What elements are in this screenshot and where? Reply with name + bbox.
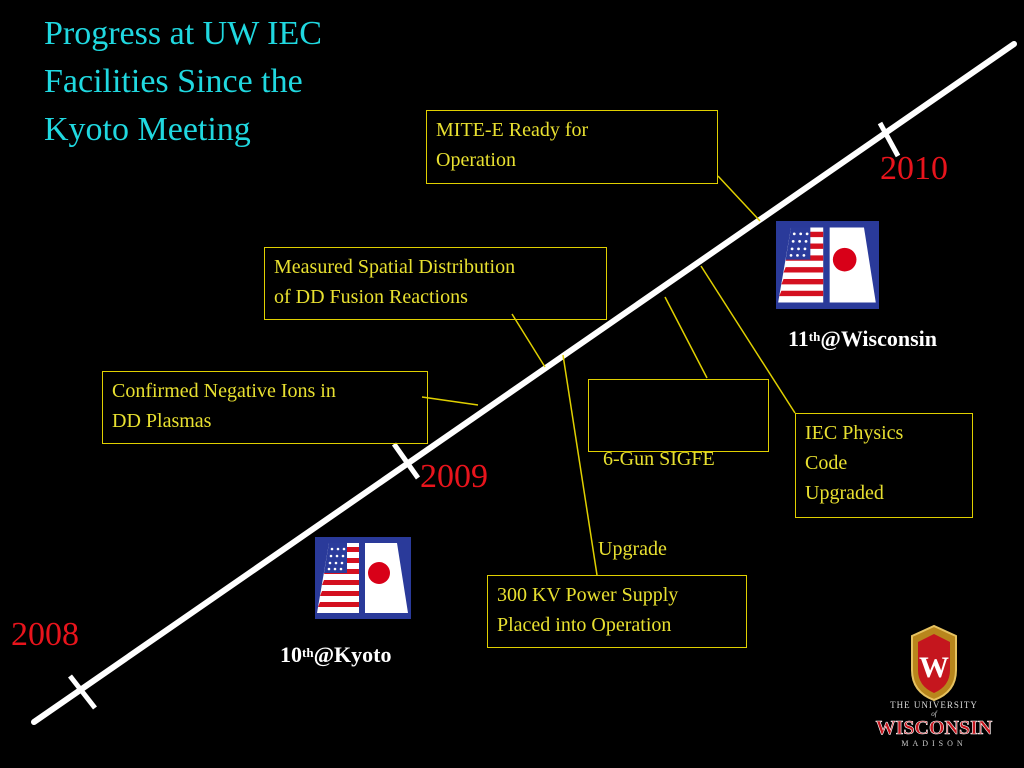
connector-power-supply <box>562 354 598 576</box>
event-text-line: Upgraded <box>805 482 884 504</box>
event-text-line: IEC Physics <box>805 422 904 444</box>
event-negative-ions: Confirmed Negative Ions in DD Plasmas <box>102 371 428 444</box>
event-text-line: Measured Spatial Distribution <box>274 256 516 278</box>
us-japan-flag-icon <box>776 221 879 309</box>
logo-of-text: of <box>931 710 938 718</box>
event-text-line: 6-Gun SIGFE <box>598 448 715 470</box>
tick-2009 <box>391 442 421 480</box>
slide-title: Progress at UW IEC Facilities Since the … <box>44 10 404 154</box>
title-line-1: Progress at UW IEC <box>44 15 322 52</box>
event-spatial-distribution: Measured Spatial Distribution of DD Fusi… <box>264 247 607 320</box>
event-text-line: Operation <box>436 149 516 171</box>
conference-suffix: th <box>808 329 821 344</box>
tick-2008 <box>68 674 97 710</box>
tick-2010 <box>877 121 901 158</box>
connector-negative-ions <box>421 396 479 406</box>
event-sigfe-upgrade: 6-Gun SIGFE Upgrade <box>588 379 769 560</box>
logo-madison-text: MADISON <box>901 739 966 748</box>
timeline-axis <box>31 41 1017 725</box>
logo-wisconsin-text: WISCONSIN <box>876 717 993 739</box>
title-line-3: Kyoto Meeting <box>44 111 251 148</box>
crest-letter: W <box>919 651 949 684</box>
event-text-line: DD Plasmas <box>112 410 212 432</box>
year-label-2008: 2008 <box>11 616 79 653</box>
event-text-line: Code <box>805 452 848 474</box>
event-text-line: Confirmed Negative Ions in <box>112 380 336 402</box>
conference-suffix: th <box>302 645 314 660</box>
event-text-line: Placed into Operation <box>497 614 672 636</box>
event-text-line: 300 KV Power Supply <box>497 584 679 606</box>
event-text-line: of DD Fusion Reactions <box>274 286 468 308</box>
event-physics-code-upgraded: IEC Physics Code Upgraded <box>795 413 973 518</box>
year-label-2009: 2009 <box>420 458 488 495</box>
conference-label-kyoto: 10th@Kyoto <box>280 642 391 668</box>
connector-sigfe <box>664 296 708 379</box>
conference-number: 10 <box>280 642 302 667</box>
connector-spatial-distribution <box>511 313 546 368</box>
conference-label-wisconsin: 11th@Wisconsin <box>788 326 937 352</box>
conference-place: @Wisconsin <box>820 326 938 351</box>
title-line-2: Facilities Since the <box>44 63 303 100</box>
event-text-line: MITE-E Ready for <box>436 119 589 141</box>
connector-mite-e <box>717 175 761 222</box>
event-mite-e-ready: MITE-E Ready for Operation <box>426 110 718 184</box>
us-japan-flag-icon <box>315 537 411 619</box>
university-wisconsin-logo: W THE UNIVERSITY of WISCONSIN MADISON <box>875 624 993 748</box>
event-power-supply: 300 KV Power Supply Placed into Operatio… <box>487 575 747 648</box>
event-text-line: Upgrade <box>598 538 667 560</box>
conference-number: 11 <box>788 326 809 351</box>
conference-place: @Kyoto <box>313 642 392 667</box>
logo-university-text: THE UNIVERSITY <box>890 700 978 710</box>
connector-physics-code <box>700 265 796 414</box>
year-label-2010: 2010 <box>880 150 948 187</box>
